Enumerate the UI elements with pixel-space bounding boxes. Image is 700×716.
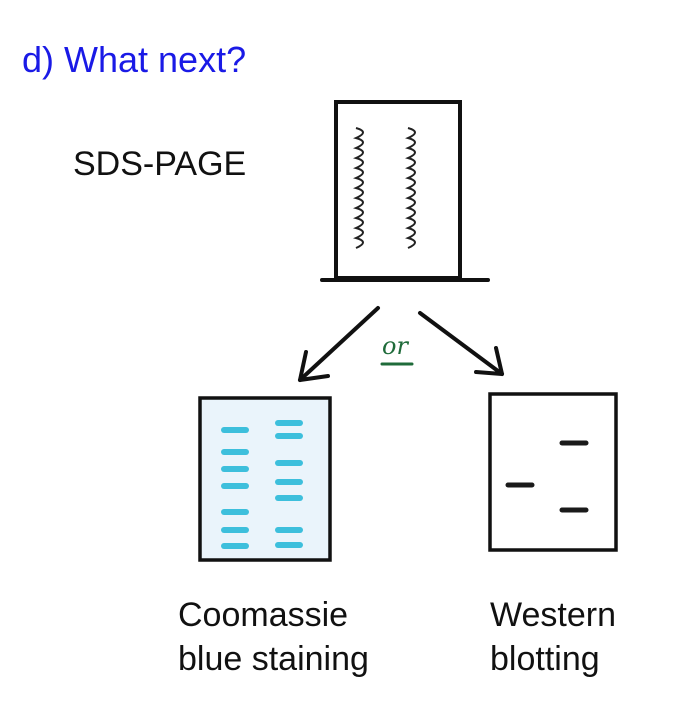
coomassie-bands	[221, 420, 303, 549]
sds-page-gel-frame	[334, 100, 462, 280]
western-blot-frame	[488, 392, 618, 552]
western-blot-membrane	[488, 392, 618, 552]
sds-page-gel	[320, 100, 490, 282]
right-arrow-shaft	[418, 311, 504, 376]
page-heading: d) What next?	[22, 39, 247, 80]
left-arrow-head	[298, 350, 330, 382]
western-label-line-2: blotting	[490, 640, 600, 678]
sds-page-label: SDS-PAGE	[73, 145, 247, 183]
coomassie-gel	[198, 396, 332, 562]
right-arrow-head	[474, 346, 504, 376]
western-label: Western blotting	[490, 593, 616, 681]
coomassie-label-line-2: blue staining	[178, 640, 369, 678]
sds-page-lane-1-smear	[353, 127, 364, 249]
western-bands	[505, 440, 589, 513]
coomassie-label-line-1: Coomassie	[178, 596, 349, 634]
coomassie-gel-frame	[198, 396, 332, 562]
right-arrow	[418, 311, 504, 376]
left-arrow	[298, 306, 380, 382]
or-label: or	[382, 332, 408, 360]
western-label-line-1: Western	[490, 596, 616, 634]
coomassie-label: Coomassie blue staining	[178, 593, 369, 681]
sds-page-lane-2-smear	[405, 127, 416, 249]
left-arrow-shaft	[298, 306, 380, 382]
